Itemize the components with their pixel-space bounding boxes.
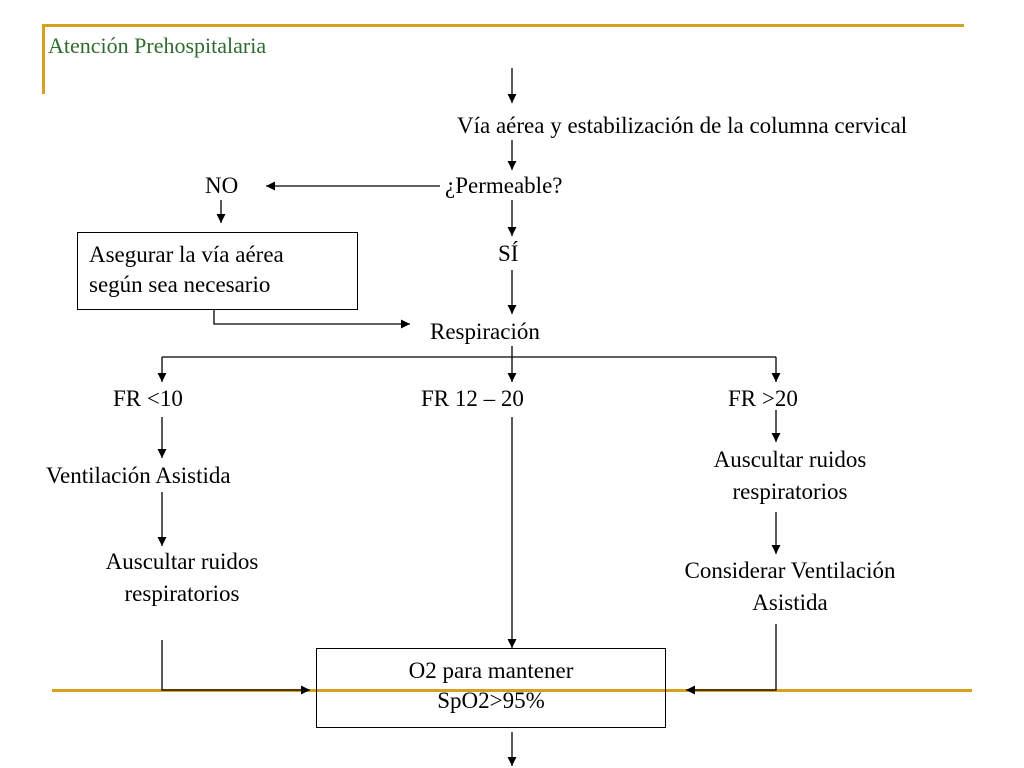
node-airway: Vía aérea y estabilización de la columna… <box>457 113 908 138</box>
decorative-bottom-rule <box>52 689 972 692</box>
secure-airway-line-2: según sea necesario <box>89 272 271 297</box>
node-breathing: Respiración <box>430 319 540 344</box>
arrow-secure-to-breathing <box>213 310 410 329</box>
auscultate-left-line-2: respiratorios <box>124 581 240 606</box>
auscultate-right-line-1: Auscultar ruidos <box>713 447 867 472</box>
node-oxygen: O2 para mantener SpO2>95% <box>316 648 666 728</box>
arrow-consider-to-oxygen <box>686 624 777 695</box>
node-fr-low: FR <10 <box>113 386 183 411</box>
arrow-auscultate-left-to-oxygen <box>161 640 310 695</box>
decorative-top-rule <box>42 24 964 27</box>
decorative-left-rule <box>42 24 45 94</box>
auscultate-left-line-1: Auscultar ruidos <box>105 549 259 574</box>
oxygen-line-1: O2 para mantener <box>408 658 574 683</box>
page-title: Atención Prehospitalaria <box>48 33 267 58</box>
consider-ventilation-line-2: Asistida <box>752 590 828 615</box>
node-yes: SÍ <box>498 241 519 266</box>
oxygen-line-2: SpO2>95% <box>437 688 545 713</box>
node-auscultate-right: Auscultar ruidos respiratorios <box>690 444 890 508</box>
node-auscultate-left: Auscultar ruidos respiratorios <box>82 546 282 610</box>
node-no: NO <box>205 173 239 198</box>
node-permeable-question: ¿Permeable? <box>445 173 563 198</box>
secure-airway-line-1: Asegurar la vía aérea <box>89 242 284 267</box>
node-consider-ventilation: Considerar Ventilación Asistida <box>650 555 930 619</box>
node-fr-mid: FR 12 – 20 <box>421 386 524 411</box>
node-secure-airway: Asegurar la vía aérea según sea necesari… <box>77 232 358 310</box>
node-fr-high: FR >20 <box>728 386 798 411</box>
node-assisted-ventilation: Ventilación Asistida <box>46 463 231 488</box>
auscultate-right-line-2: respiratorios <box>732 479 848 504</box>
consider-ventilation-line-1: Considerar Ventilación <box>684 558 896 583</box>
